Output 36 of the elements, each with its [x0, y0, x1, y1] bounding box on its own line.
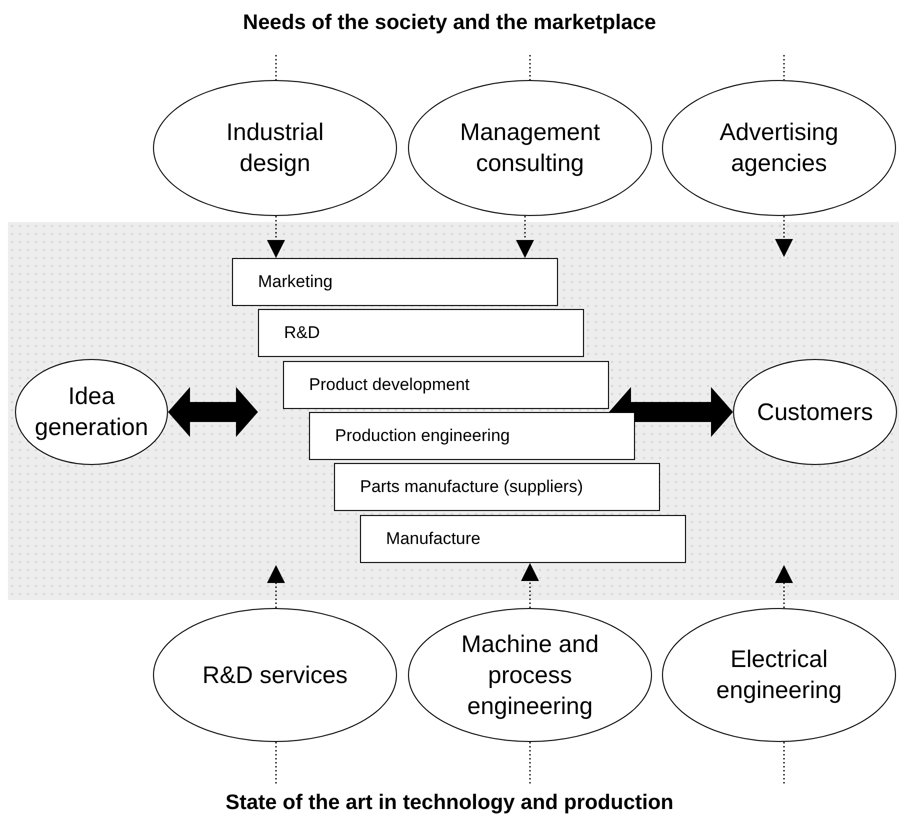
process-box: [360, 515, 686, 563]
diagram-title: Needs of the society and the marketplace: [242, 11, 656, 35]
node-label: Management consulting: [458, 118, 602, 179]
dotted-arrow: [775, 565, 793, 608]
dotted-line: [275, 55, 277, 80]
dotted-arrow: [521, 563, 539, 608]
node-label: Electrical engineering: [715, 645, 843, 706]
node-label: Marketing: [258, 272, 333, 292]
dotted-line: [529, 742, 531, 786]
node-label: Manufacture: [386, 529, 480, 549]
diagram-caption: State of the art in technology and production: [225, 791, 674, 815]
process-box: [258, 309, 584, 357]
node-label: Customers: [756, 398, 874, 428]
node-label: Industrial design: [225, 118, 325, 179]
process-box: [283, 361, 609, 409]
process-box: [334, 463, 660, 511]
dotted-arrow: [775, 216, 793, 257]
dotted-line: [783, 55, 785, 80]
node-label: Advertising agencies: [718, 118, 840, 179]
dotted-line: [275, 742, 277, 786]
dotted-arrow: [267, 565, 285, 608]
node-label: Idea generation: [34, 382, 150, 443]
dotted-line: [783, 742, 785, 786]
dotted-line: [529, 55, 531, 80]
node-label: Product development: [309, 375, 470, 395]
node-label: R&D services: [202, 660, 348, 690]
dotted-arrow: [516, 216, 534, 258]
double-arrow: [168, 387, 258, 437]
node-label: R&D: [284, 323, 320, 343]
node-label: Production engineering: [335, 426, 510, 446]
node-label: Parts manufacture (suppliers): [360, 477, 583, 497]
node-label: Machine and process engineering: [460, 630, 600, 722]
double-arrow: [609, 387, 733, 437]
dotted-arrow: [267, 216, 285, 258]
process-box: [309, 412, 635, 460]
process-box: [232, 258, 558, 306]
